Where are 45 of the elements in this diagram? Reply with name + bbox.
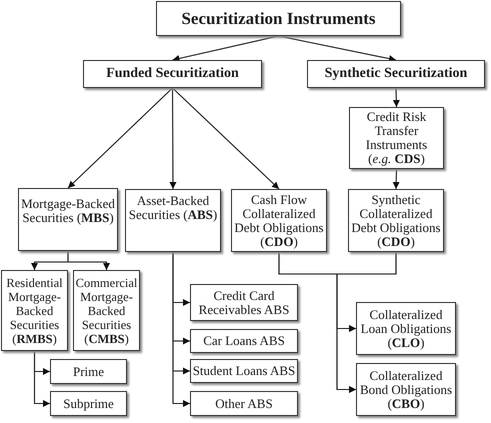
arrow <box>172 88 280 190</box>
category-box <box>1 270 68 351</box>
category-label: Credit Risk Transfer Instruments (e.g. CDS) <box>364 110 428 166</box>
category-box <box>356 302 456 355</box>
arrow <box>336 252 397 393</box>
category-box <box>190 329 298 353</box>
category-label: Synthetic Securitization <box>324 67 468 81</box>
category-box <box>307 60 485 88</box>
category-label: Commercial Mortgage-Backed Securities (CMBS) <box>76 276 138 346</box>
category-box <box>83 60 262 88</box>
category-box <box>50 359 127 384</box>
category-box <box>190 391 298 416</box>
category-box <box>50 391 127 416</box>
category-box <box>73 270 140 351</box>
arrow <box>172 35 279 62</box>
category-label: Collateralized Bond Obligations (CBO) <box>359 368 453 410</box>
category-label: Subprime <box>63 396 114 410</box>
category-box <box>125 189 221 252</box>
arrow <box>278 35 396 62</box>
arrow <box>68 88 173 188</box>
arrow <box>172 252 190 407</box>
category-label: Securitization Instruments <box>181 12 376 26</box>
category-label: Synthetic Collateralized Debt Obligations (CDO) <box>351 192 441 248</box>
category-box <box>190 284 298 321</box>
category-label: Other ABS <box>215 396 273 410</box>
arrow <box>169 88 176 189</box>
category-label: Car Loans ABS <box>203 334 285 348</box>
category-box <box>18 188 118 251</box>
category-label: Cash Flow Collateralized Debt Obligations (CDO) <box>234 192 324 248</box>
category-label: Prime <box>72 364 104 378</box>
category-label: Credit Card Receivables ABS <box>198 288 290 316</box>
category-box <box>349 107 444 169</box>
category-box <box>190 359 298 383</box>
category-box <box>156 1 401 36</box>
arrow <box>67 251 110 270</box>
category-label: Funded Securitization <box>106 67 239 81</box>
category-label: Asset-Backed Securities (ABS) <box>128 194 218 222</box>
category-label: Collateralized Loan Obligations (CLO) <box>360 308 452 350</box>
category-label: Mortgage-Backed Securities (MBS) <box>20 197 116 225</box>
arrow <box>392 88 400 108</box>
category-box <box>356 363 456 416</box>
arrow <box>392 168 400 190</box>
category-label: Residential Mortgage-Backed Securities (RMBS) <box>5 276 64 346</box>
arrow <box>34 351 50 407</box>
category-label: Student Loans ABS <box>192 364 296 378</box>
